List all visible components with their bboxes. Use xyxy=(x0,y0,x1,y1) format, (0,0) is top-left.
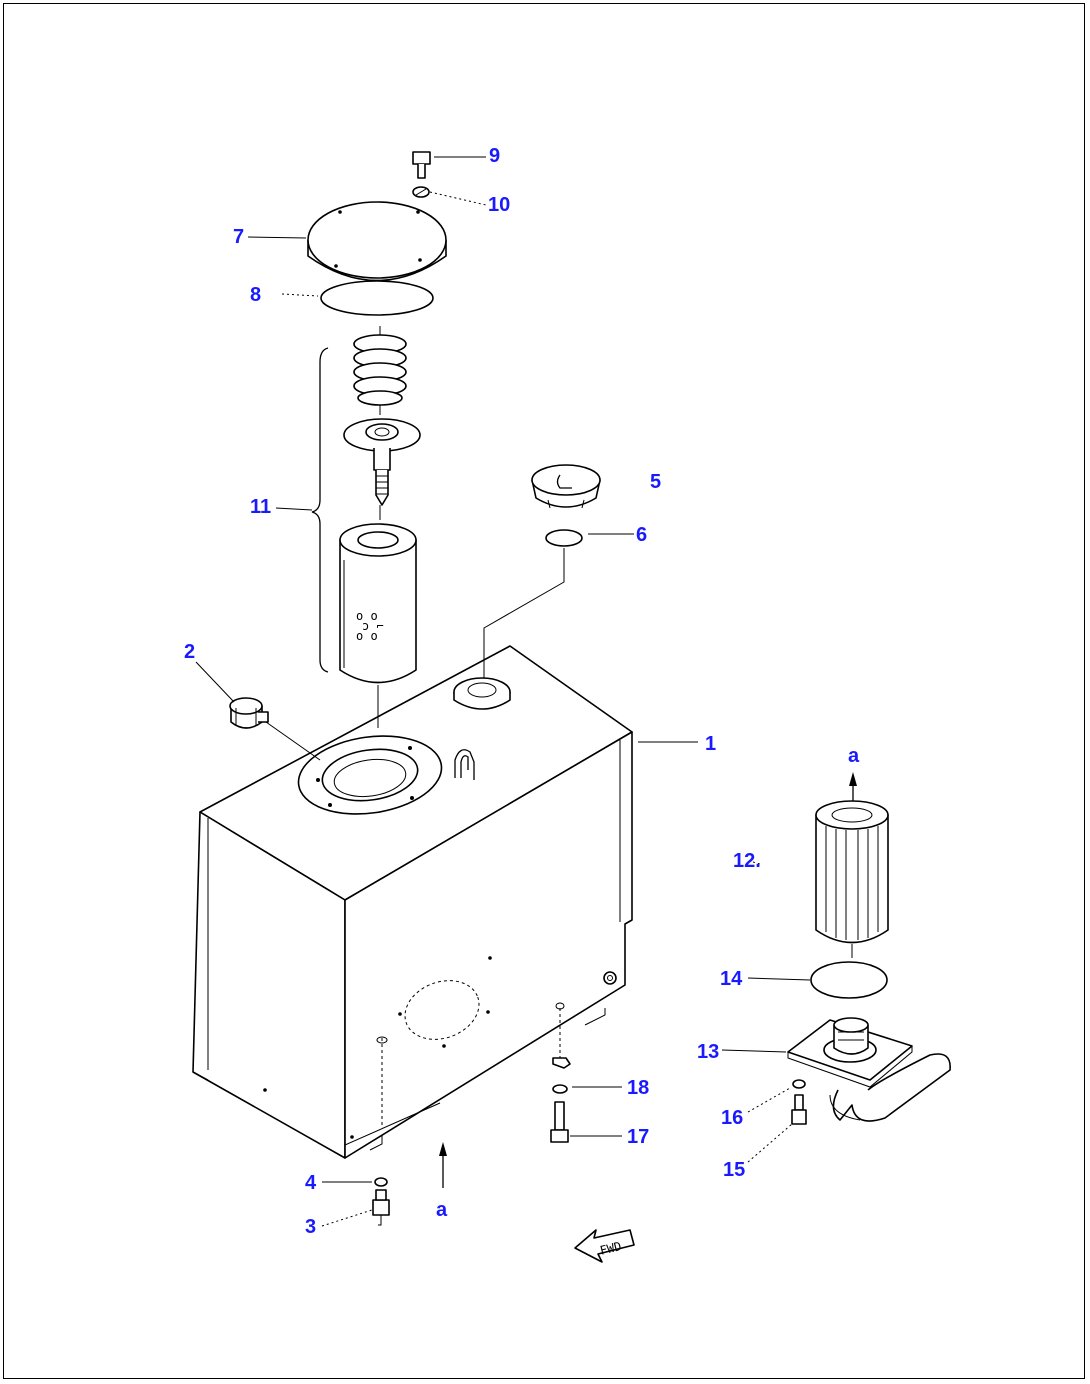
tank-body xyxy=(192,645,633,1159)
fwd-label: FWD xyxy=(598,1239,622,1258)
callout-16: 16 xyxy=(721,1107,743,1129)
callout-3: 3 xyxy=(305,1216,316,1238)
callout-14: 14 xyxy=(720,968,743,990)
reference-a-lower: a xyxy=(436,1199,448,1221)
callout-4: 4 xyxy=(305,1172,317,1194)
forward-arrow-icon: FWD xyxy=(574,1229,635,1263)
callout-10: 10 xyxy=(488,194,510,216)
callouts: 1 2 3 4 5 6 7 8 9 10 11 12. 13 14 15 16 … xyxy=(184,145,860,1238)
diagram-frame xyxy=(3,3,1085,1379)
svg-text:o o: o o xyxy=(356,629,378,643)
callout-15: 15 xyxy=(723,1159,745,1181)
cover-group xyxy=(307,151,447,316)
callout-1: 1 xyxy=(705,733,716,755)
reference-a-upper: a xyxy=(848,745,860,767)
callout-11: 11 xyxy=(250,496,271,518)
callout-8: 8 xyxy=(250,284,261,306)
callout-12: 12. xyxy=(733,850,761,872)
spring xyxy=(353,334,407,406)
filler-cap xyxy=(483,464,601,678)
valve-seat xyxy=(343,418,421,506)
svg-text:o o: o o xyxy=(356,609,378,623)
strainer-element: o o ɔ ⌐ o o xyxy=(339,523,417,684)
strainer-assembly: o o ɔ ⌐ o o xyxy=(311,284,421,728)
breather-plug xyxy=(229,697,269,729)
drain-plug xyxy=(372,1177,390,1226)
callout-17: 17 xyxy=(627,1126,649,1148)
callout-18: 18 xyxy=(627,1077,649,1099)
callout-9: 9 xyxy=(489,145,500,167)
callout-5: 5 xyxy=(650,471,661,493)
leader-lines xyxy=(195,156,811,1227)
suction-filter-group xyxy=(787,800,951,1125)
callout-13: 13 xyxy=(697,1041,719,1063)
mounting-bolt-group xyxy=(550,1057,571,1143)
callout-6: 6 xyxy=(636,524,647,546)
callout-2: 2 xyxy=(184,641,195,663)
callout-7: 7 xyxy=(233,226,244,248)
svg-text:ɔ ⌐: ɔ ⌐ xyxy=(362,619,384,633)
